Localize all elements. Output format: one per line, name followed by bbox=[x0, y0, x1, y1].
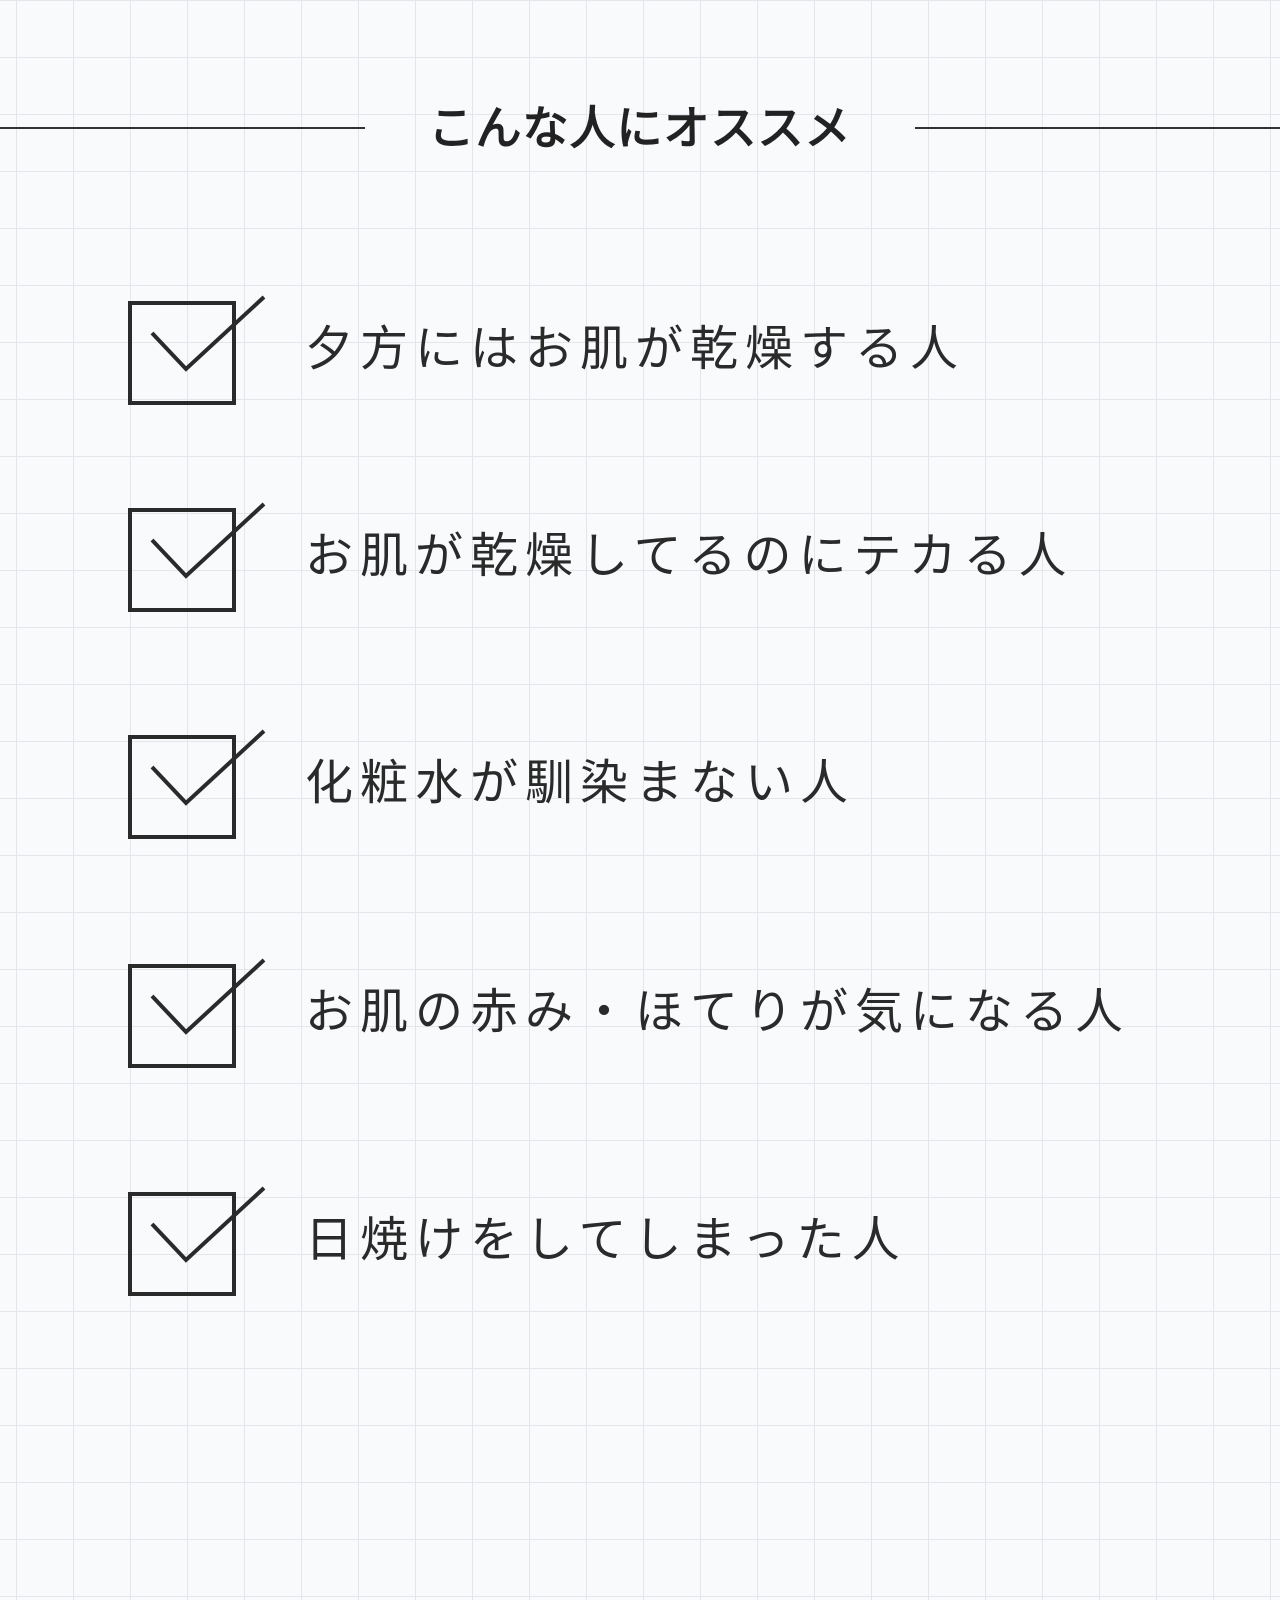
checked-box-icon bbox=[128, 729, 266, 839]
checked-box-icon bbox=[128, 295, 266, 405]
checked-box-icon bbox=[128, 958, 266, 1068]
list-item: お肌の赤み・ほてりが気になる人 bbox=[128, 956, 1228, 1068]
header-divider-left bbox=[0, 127, 365, 129]
list-item: 化粧水が馴染まない人 bbox=[128, 727, 1228, 839]
list-item: お肌が乾燥してるのにテカる人 bbox=[128, 500, 1228, 612]
header-divider-right bbox=[915, 127, 1280, 129]
list-item: 日焼けをしてしまった人 bbox=[128, 1184, 1228, 1296]
page-title: こんな人にオススメ bbox=[428, 101, 852, 155]
item-label: 日焼けをしてしまった人 bbox=[305, 1212, 907, 1268]
checked-box-icon bbox=[128, 502, 266, 612]
item-label: 化粧水が馴染まない人 bbox=[305, 755, 856, 811]
item-label: お肌の赤み・ほてりが気になる人 bbox=[305, 984, 1131, 1040]
item-label: お肌が乾燥してるのにテカる人 bbox=[305, 528, 1074, 584]
checked-box-icon bbox=[128, 1186, 266, 1296]
list-item: 夕方にはお肌が乾燥する人 bbox=[128, 293, 1228, 405]
item-label: 夕方にはお肌が乾燥する人 bbox=[305, 321, 966, 377]
